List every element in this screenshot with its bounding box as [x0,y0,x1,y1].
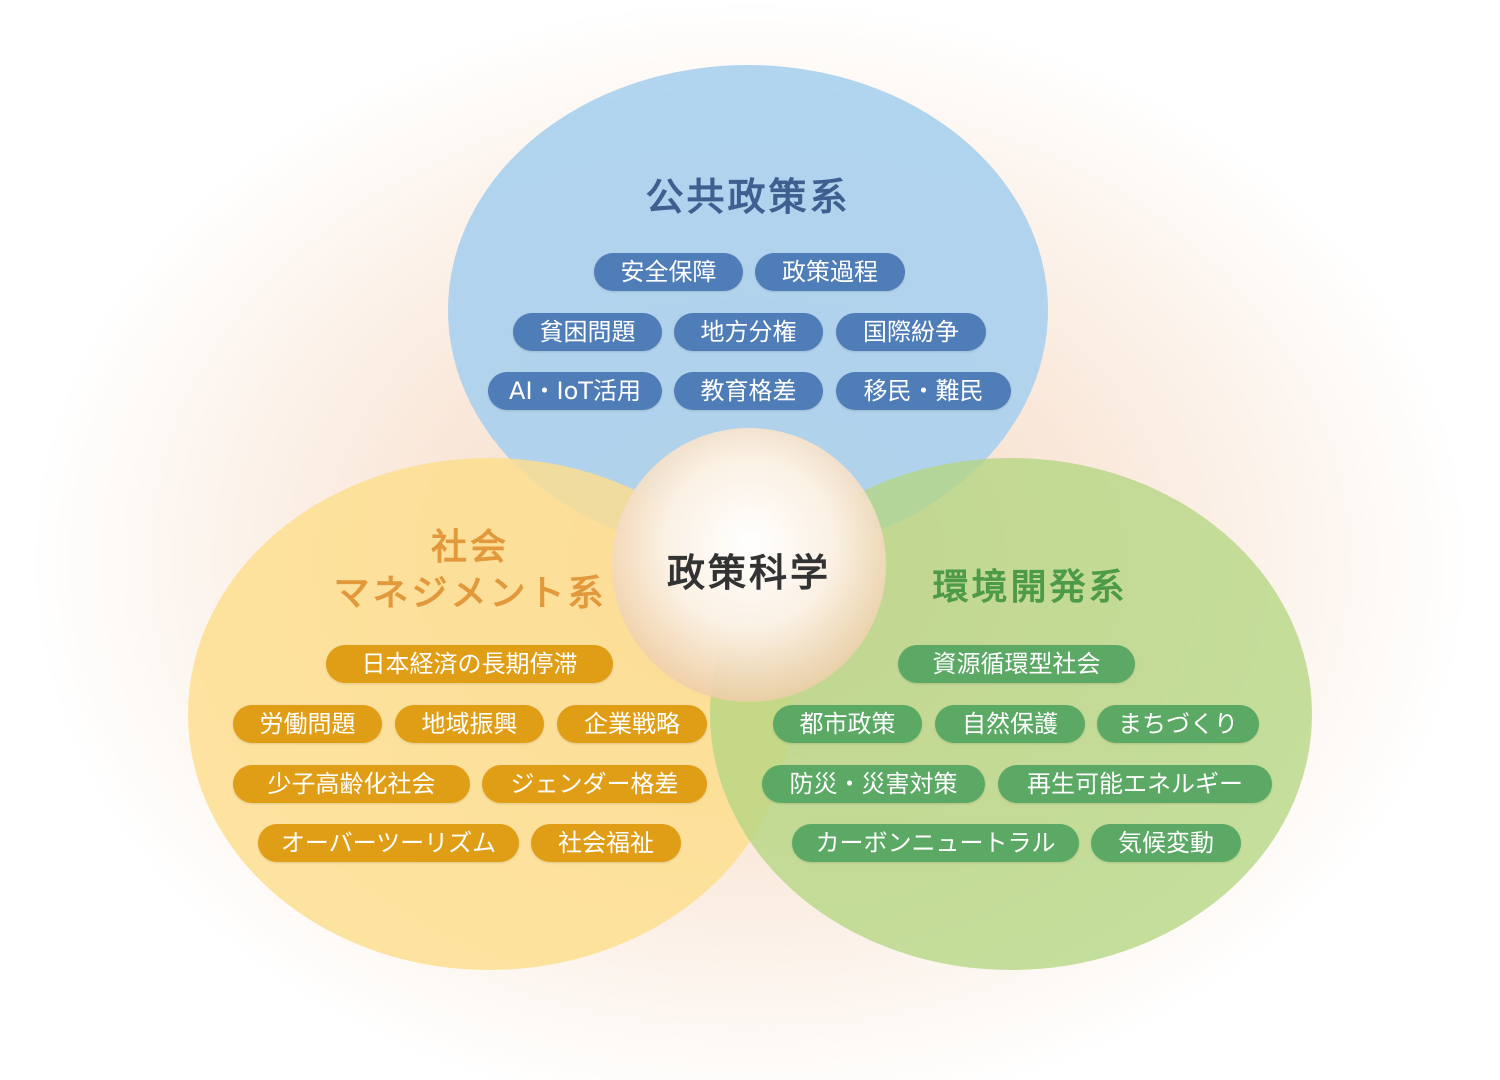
tag: 地域振興 [395,705,544,743]
tag: まちづくり [1097,705,1259,743]
tag: 政策過程 [755,253,905,291]
social-management-title: 社会 マネジメント系 [300,525,640,617]
tag: ジェンダー格差 [482,765,707,803]
tag: 少子高齢化社会 [233,765,470,803]
tag: 都市政策 [773,705,922,743]
public-policy-title: 公共政策系 [645,175,851,219]
tag: AI・IoT活用 [488,372,662,410]
center-title: 政策科学 [666,551,831,595]
tag: 教育格差 [674,372,823,410]
tag: 気候変動 [1091,824,1241,862]
tag: 労働問題 [233,705,382,743]
tag: 社会福祉 [531,824,681,862]
tag: オーバーツーリズム [258,824,519,862]
title-line: 社会 [430,527,509,568]
title-line: マネジメント系 [333,573,607,614]
tag: 地方分権 [674,313,823,351]
tag: 国際紛争 [836,313,986,351]
tag: 貧困問題 [513,313,662,351]
tag: 資源循環型社会 [898,645,1135,683]
tag: 企業戦略 [557,705,707,743]
tag: 再生可能エネルギー [998,765,1272,803]
tag: 日本経済の長期停滞 [326,645,613,683]
policy-science-core [612,428,886,702]
tag: 防災・災害対策 [762,765,985,803]
environment-title: 環境開発系 [932,567,1128,608]
tag: 自然保護 [935,705,1085,743]
tag: 移民・難民 [836,372,1011,410]
tag: 安全保障 [594,253,743,291]
tag: カーボンニュートラル [792,824,1079,862]
